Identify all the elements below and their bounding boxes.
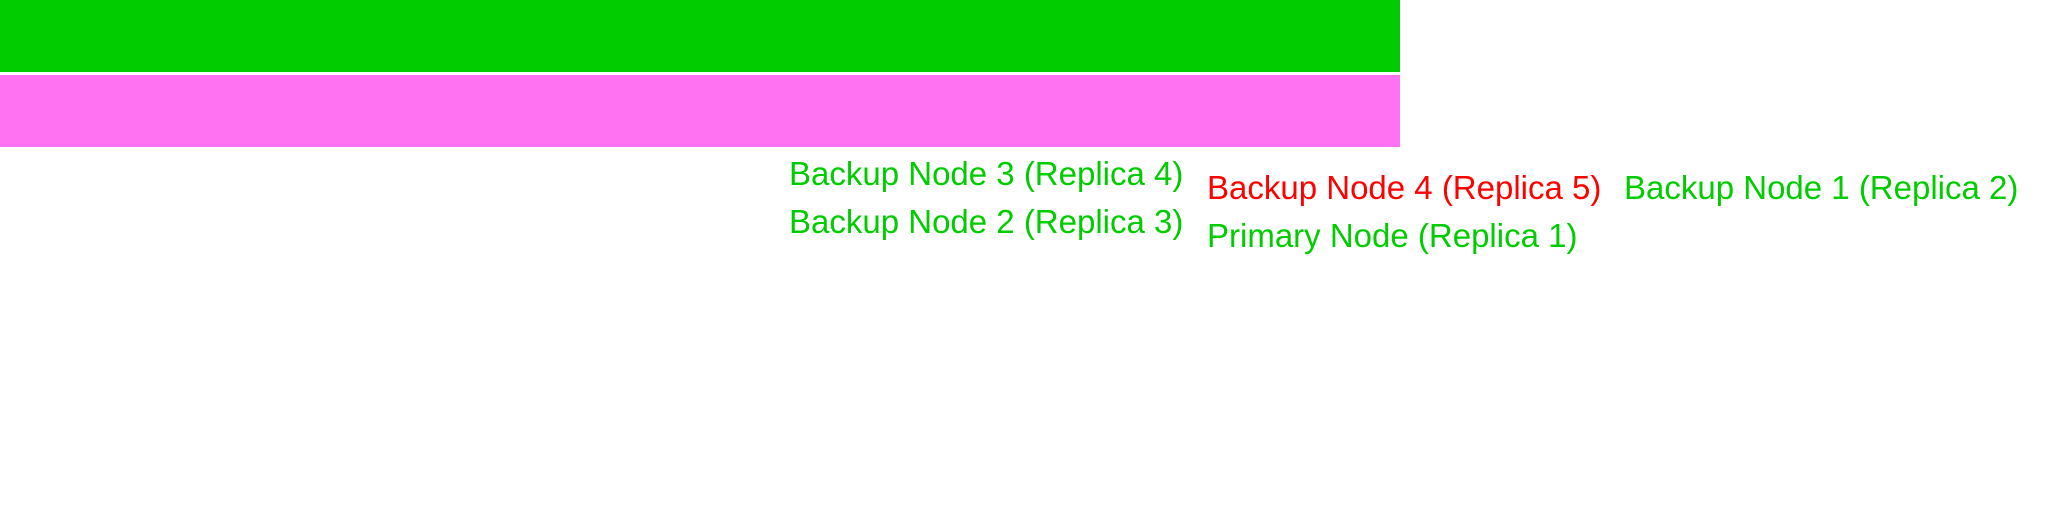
node-label-backup-3: Backup Node 3 (Replica 4) xyxy=(789,155,1184,192)
node-label-backup-2: Backup Node 2 (Replica 3) xyxy=(789,203,1184,240)
status-bar-green xyxy=(0,0,1400,72)
node-label-backup-4: Backup Node 4 (Replica 5) xyxy=(1207,169,1602,206)
node-label-backup-1: Backup Node 1 (Replica 2) xyxy=(1624,169,2019,206)
status-bar-magenta xyxy=(0,75,1400,147)
node-label-primary: Primary Node (Replica 1) xyxy=(1207,217,1578,254)
